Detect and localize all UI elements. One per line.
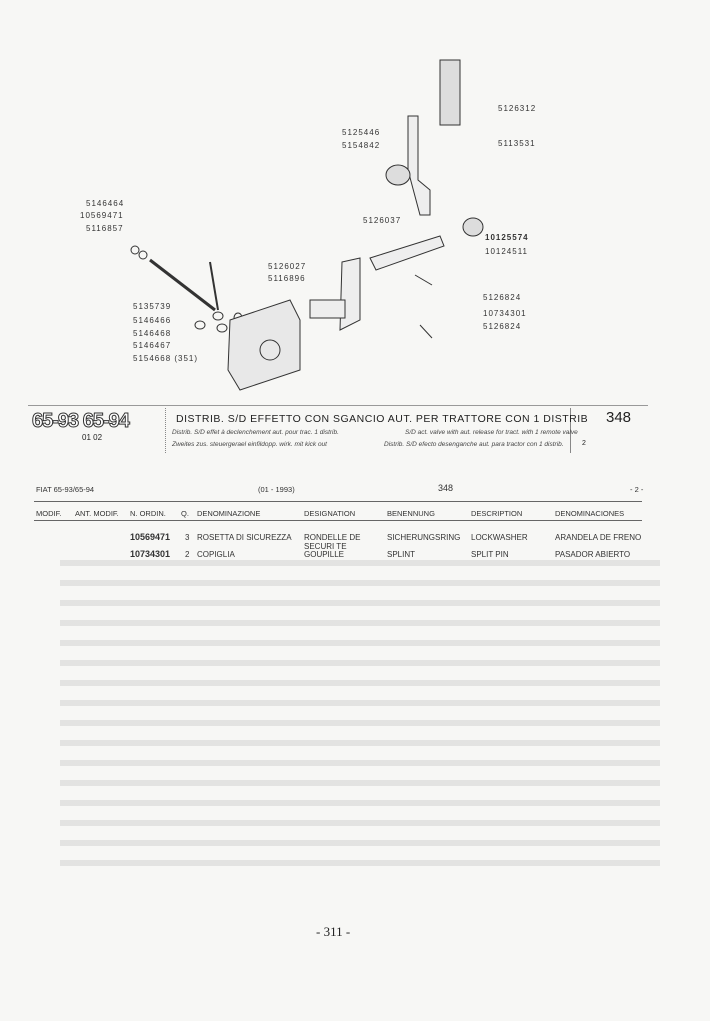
desc-it: COPIGLIA — [197, 550, 235, 559]
desc-es: PASADOR ABIERTO — [555, 550, 631, 559]
group-title: DISTRIB. S/D EFFETTO CON SGANCIO AUT. PE… — [176, 413, 589, 425]
part-label: 5154842 — [342, 141, 381, 150]
model-code: 01 02 — [82, 433, 103, 442]
part-label: 5125446 — [342, 128, 381, 137]
desc-en: SPLIT PIN — [471, 550, 509, 559]
desc-en: LOCKWASHER — [471, 533, 528, 542]
part-label: 5154668 (351) — [133, 354, 199, 363]
bleed-through — [60, 560, 660, 880]
col-header: DENOMINACIONES — [555, 509, 625, 518]
col-header: Q. — [181, 509, 189, 518]
part-label: 5126312 — [498, 104, 537, 113]
col-header: DENOMINAZIONE — [197, 509, 261, 518]
part-label: 10124511 — [485, 247, 528, 256]
desc-de: SPLINT — [387, 550, 416, 559]
sub-number: 2 — [582, 440, 586, 447]
title-es: Distrib. S/D efecto desenganche aut. par… — [384, 441, 564, 448]
page-sub: - 2 - — [630, 485, 644, 494]
group-number: 348 — [606, 409, 632, 426]
desc-fr: RONDELLE DE SECURI TE — [304, 533, 361, 551]
desc-it: ROSETTA DI SICUREZZA — [197, 533, 292, 542]
part-label: 5135739 — [133, 302, 172, 311]
part-label: 10569471 — [80, 211, 124, 220]
part-label: 5116896 — [268, 274, 306, 283]
part-label: 10125574 — [485, 233, 529, 242]
model-logo: 65-93 65-94 — [32, 410, 131, 433]
part-label: 5126824 — [483, 322, 522, 331]
part-label: 10734301 — [483, 309, 527, 318]
part-label: 5146467 — [133, 341, 172, 350]
part-label: 5126027 — [268, 262, 307, 271]
part-label: 5146468 — [133, 329, 172, 338]
col-header: BENENNUNG — [387, 509, 435, 518]
page-number: - 311 - — [316, 924, 351, 939]
col-header: DESIGNATION — [304, 509, 356, 518]
desc-es: ARANDELA DE FRENO — [555, 533, 642, 542]
col-header: DESCRIPTION — [471, 509, 523, 518]
part-label: 5146466 — [133, 316, 172, 325]
part-label: 5146464 — [86, 199, 125, 208]
col-header: ANT. MODIF. — [75, 509, 119, 518]
part-label: 5116857 — [86, 224, 124, 233]
exploded-parts-diagram — [130, 59, 484, 391]
desc-de: SICHERUNGSRING — [387, 533, 461, 542]
part-label: 5113531 — [498, 139, 536, 148]
part-label: 5126824 — [483, 293, 522, 302]
col-header: MODIF. — [36, 509, 62, 518]
title-en: S/D act. valve with aut. release for tra… — [405, 429, 578, 436]
group-number: 348 — [438, 483, 454, 493]
part-number: 10569471 — [130, 532, 171, 542]
part-number: 10734301 — [130, 549, 171, 559]
desc-fr: GOUPILLE — [304, 550, 345, 559]
title-de: Zweites zus. steuergerael einfildopp. wi… — [172, 441, 327, 448]
quantity: 2 — [185, 550, 190, 559]
date: (01 - 1993) — [258, 485, 295, 494]
col-header: N. ORDIN. — [130, 509, 166, 518]
part-label: 5126037 — [363, 216, 402, 225]
quantity: 3 — [185, 533, 190, 542]
title-fr: Distrib. S/D effet à declenchement aut. … — [172, 429, 339, 436]
model-name: FIAT 65-93/65-94 — [36, 485, 95, 494]
